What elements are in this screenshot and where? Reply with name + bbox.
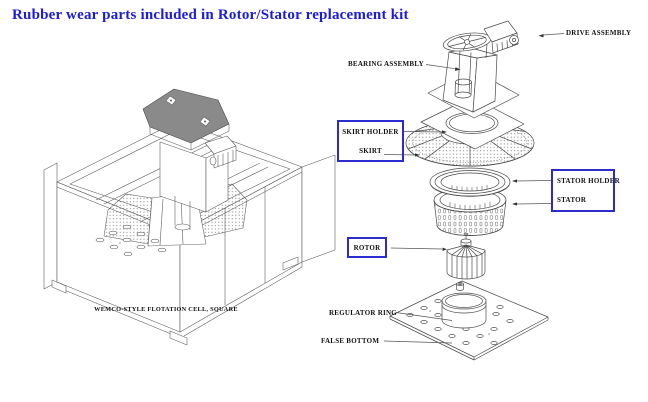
drive-assembly-label: DRIVE ASSEMBLY bbox=[566, 29, 632, 37]
cell-motor-mount-plate bbox=[142, 88, 230, 151]
bearing-assembly-label: BEARING ASSEMBLY bbox=[348, 60, 424, 68]
skirt-holder-label: SKIRT HOLDER bbox=[342, 127, 399, 136]
exploded-view-drawing bbox=[389, 20, 549, 361]
rotor-highlight-box: ROTOR bbox=[347, 237, 387, 258]
rotor-label: ROTOR bbox=[353, 243, 381, 252]
leader-lines bbox=[383, 33, 565, 344]
flotation-cell-drawing bbox=[43, 88, 336, 346]
stator-holder-drawing bbox=[429, 167, 511, 197]
skirt-label: SKIRT bbox=[359, 146, 382, 155]
skirt-highlight-box: SKIRT HOLDER SKIRT bbox=[337, 120, 404, 162]
stator-highlight-box: STATOR HOLDER STATOR bbox=[551, 169, 620, 212]
skirt-holder-drawing bbox=[420, 96, 525, 150]
regulator-ring-label: REGULATOR RING bbox=[329, 309, 398, 317]
cell-motor bbox=[204, 135, 237, 169]
drive-assembly-drawing bbox=[442, 20, 519, 113]
stator-holder-label: STATOR HOLDER bbox=[557, 176, 620, 185]
stator-label: STATOR bbox=[557, 196, 587, 205]
cell-false-bottom bbox=[95, 224, 167, 257]
flotation-cell-caption: WEMCO-STYLE FLOTATION CELL, SQUARE bbox=[94, 306, 238, 313]
page-title: Rubber wear parts included in Rotor/Stat… bbox=[12, 7, 409, 23]
rotor-drawing bbox=[446, 232, 486, 280]
regulator-ring-drawing bbox=[441, 292, 487, 329]
false-bottom-label: FALSE BOTTOM bbox=[321, 337, 380, 345]
